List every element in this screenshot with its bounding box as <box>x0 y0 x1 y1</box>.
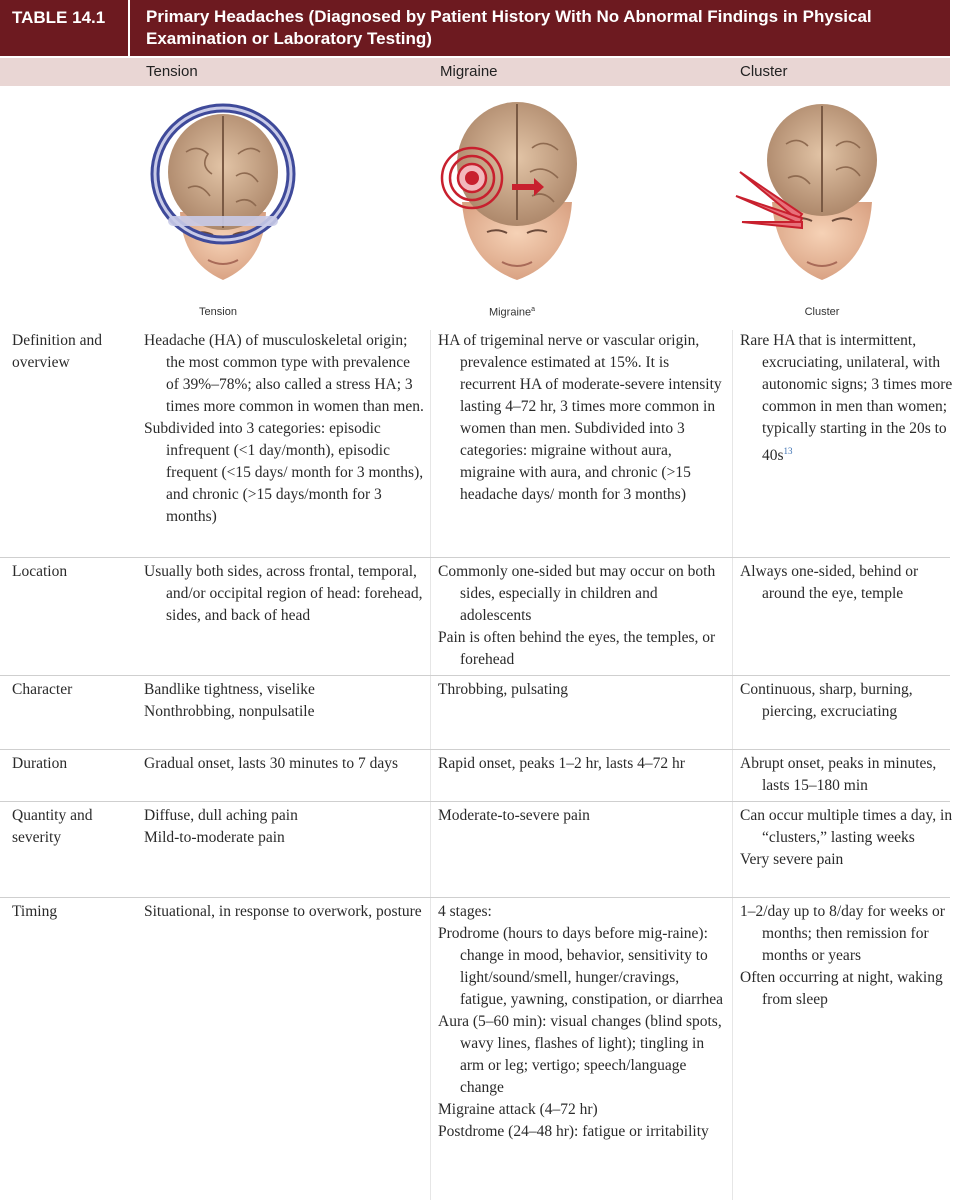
row-divider <box>0 749 950 750</box>
cell-text: Prodrome (hours to days before mig-raine… <box>438 925 723 1008</box>
cell-text: Subdivided into 3 categories: episodic i… <box>144 420 424 525</box>
table-header: TABLE 14.1 Primary Headaches (Diagnosed … <box>0 0 950 56</box>
row-label-timing: Timing <box>12 903 58 920</box>
column-divider <box>732 330 733 1200</box>
column-header-tension: Tension <box>146 63 198 80</box>
cell-text: 4 stages: <box>438 903 492 920</box>
cell-quantity-cluster: Can occur multiple times a day, in “clus… <box>740 805 955 871</box>
cell-location-tension: Usually both sides, across frontal, temp… <box>144 561 426 627</box>
cluster-head-illustration <box>735 104 877 280</box>
cell-text: Continuous, sharp, burning, piercing, ex… <box>740 681 913 720</box>
row-label-duration: Duration <box>12 755 68 772</box>
cell-text: Throbbing, pulsating <box>438 681 569 698</box>
cell-text: Situational, in response to overwork, po… <box>144 903 422 920</box>
cell-text: Often occurring at night, waking from sl… <box>740 969 943 1008</box>
column-header-migraine: Migraine <box>440 63 498 80</box>
cell-text: Headache (HA) of musculoskeletal origin;… <box>144 332 424 415</box>
cell-text: Always one-sided, behind or around the e… <box>740 563 919 602</box>
table-number: TABLE 14.1 <box>12 8 106 27</box>
cell-character-migraine: Throbbing, pulsating <box>438 679 728 701</box>
cell-text: Gradual onset, lasts 30 minutes to 7 day… <box>144 755 398 772</box>
cell-duration-migraine: Rapid onset, peaks 1–2 hr, lasts 4–72 hr <box>438 753 728 775</box>
cell-text: Usually both sides, across frontal, temp… <box>144 563 423 624</box>
cell-text: Diffuse, dull aching pain <box>144 807 298 824</box>
caption-migraine-marker: a <box>531 306 536 313</box>
cell-text: Aura (5–60 min): visual changes (blind s… <box>438 1013 722 1096</box>
cell-definition-tension: Headache (HA) of musculoskeletal origin;… <box>144 330 426 528</box>
cell-text: HA of trigeminal nerve or vascular origi… <box>438 332 722 503</box>
cell-text: Bandlike tightness, viselike <box>144 681 315 698</box>
row-divider <box>0 557 950 558</box>
caption-migraine: Migrainea <box>488 306 536 319</box>
column-divider <box>430 330 431 1200</box>
cell-text: Moderate-to-severe pain <box>438 807 590 824</box>
cell-text: Rare HA that is intermittent, excruciati… <box>740 332 953 465</box>
reference-marker: 13 <box>783 446 793 456</box>
cell-text: 1–2/day up to 8/day for weeks or months;… <box>740 903 945 964</box>
column-header-cluster: Cluster <box>740 63 788 80</box>
row-label-quantity: Quantity and severity <box>12 807 93 846</box>
row-label-definition: Definition and overview <box>12 332 102 371</box>
cell-text: Commonly one-sided but may occur on both… <box>438 563 716 624</box>
cell-location-migraine: Commonly one-sided but may occur on both… <box>438 561 728 671</box>
row-label-character: Character <box>12 681 73 698</box>
cell-text: Migraine attack (4–72 hr) <box>438 1101 598 1118</box>
cell-text: Mild-to-moderate pain <box>144 829 285 846</box>
cell-quantity-migraine: Moderate-to-severe pain <box>438 805 728 827</box>
cell-timing-tension: Situational, in response to overwork, po… <box>144 901 426 923</box>
cell-location-cluster: Always one-sided, behind or around the e… <box>740 561 955 605</box>
cell-timing-cluster: 1–2/day up to 8/day for weeks or months;… <box>740 901 955 1011</box>
cell-character-cluster: Continuous, sharp, burning, piercing, ex… <box>740 679 955 723</box>
row-divider <box>0 801 950 802</box>
cell-text: Abrupt onset, peaks in minutes, lasts 15… <box>740 755 937 794</box>
caption-cluster: Cluster <box>804 306 840 318</box>
cell-timing-migraine: 4 stages: Prodrome (hours to days before… <box>438 901 728 1143</box>
row-divider <box>0 897 950 898</box>
cell-text: Can occur multiple times a day, in “clus… <box>740 807 953 846</box>
table-number-tag: TABLE 14.1 <box>0 0 130 56</box>
column-header-row: Tension Migraine Cluster <box>0 58 950 86</box>
cell-text: Nonthrobbing, nonpulsatile <box>144 703 315 720</box>
cell-text: Pain is often behind the eyes, the templ… <box>438 629 716 668</box>
cell-definition-migraine: HA of trigeminal nerve or vascular origi… <box>438 330 728 506</box>
cell-quantity-tension: Diffuse, dull aching pain Mild-to-modera… <box>144 805 426 849</box>
migraine-head-illustration <box>440 102 577 280</box>
table-title: Primary Headaches (Diagnosed by Patient … <box>146 7 872 48</box>
row-label-location: Location <box>12 563 68 580</box>
row-divider <box>0 675 950 676</box>
cell-text: Very severe pain <box>740 851 844 868</box>
cell-text: Rapid onset, peaks 1–2 hr, lasts 4–72 hr <box>438 755 685 772</box>
cell-character-tension: Bandlike tightness, viselike Nonthrobbin… <box>144 679 426 723</box>
caption-tension: Tension <box>199 306 237 318</box>
tension-head-illustration <box>150 103 296 280</box>
cell-duration-cluster: Abrupt onset, peaks in minutes, lasts 15… <box>740 753 955 797</box>
cell-definition-cluster: Rare HA that is intermittent, excruciati… <box>740 330 955 467</box>
cell-duration-tension: Gradual onset, lasts 30 minutes to 7 day… <box>144 753 426 775</box>
cell-text: Postdrome (24–48 hr): fatigue or irritab… <box>438 1123 709 1140</box>
